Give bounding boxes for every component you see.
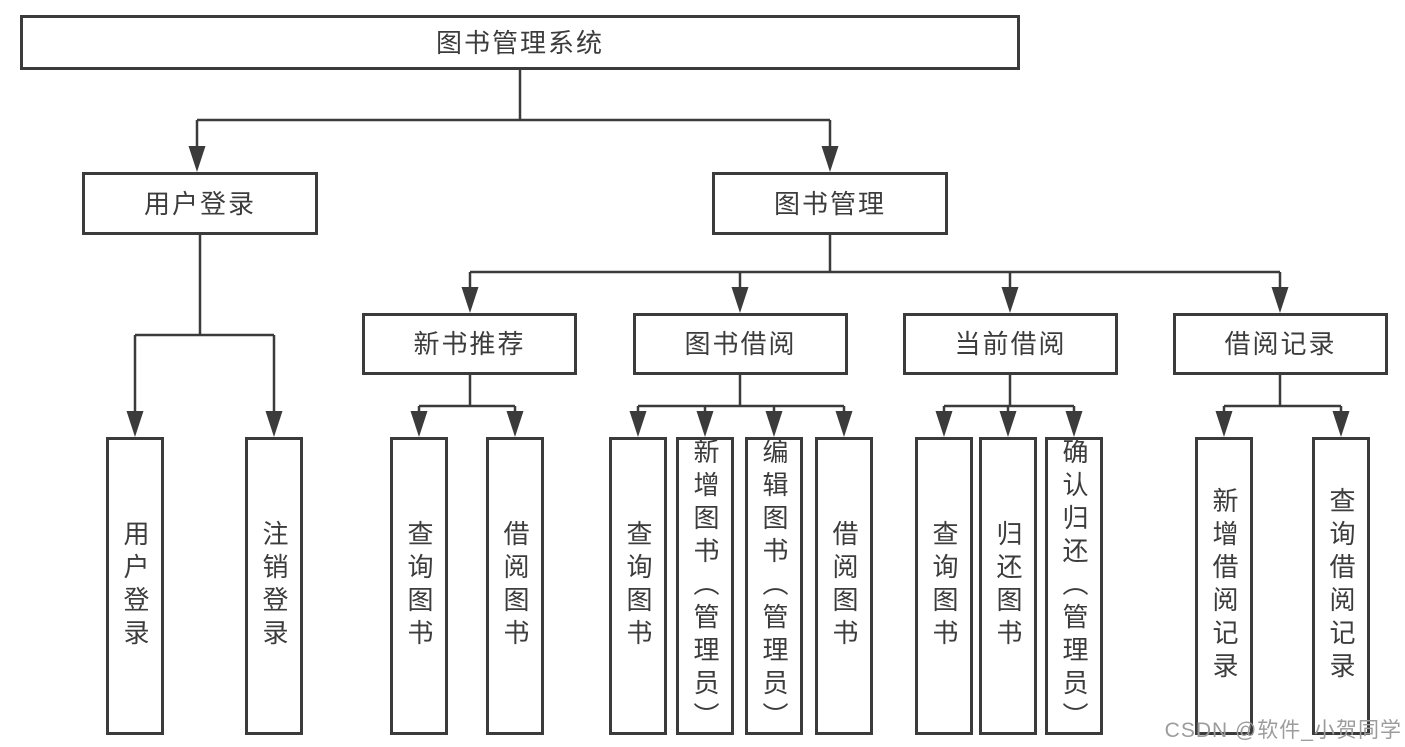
node-label: 新书推荐 bbox=[413, 329, 526, 359]
leaf-query-books-borrow: 查询图书 bbox=[609, 437, 667, 735]
node-borrow-records: 借阅记录 bbox=[1173, 313, 1388, 375]
node-label: 借阅图书 bbox=[500, 520, 530, 652]
node-system-root: 图书管理系统 bbox=[20, 15, 1020, 70]
leaf-borrow-books: 借阅图书 bbox=[815, 437, 873, 735]
node-label: 新增借阅记录 bbox=[1209, 487, 1239, 685]
leaf-add-books-admin: 新增图书（管理员） bbox=[676, 437, 734, 735]
node-label: 查询图书 bbox=[623, 520, 653, 652]
leaf-query-books-current: 查询图书 bbox=[915, 437, 973, 735]
node-label: 查询图书 bbox=[929, 520, 959, 652]
node-label: 确认归还（管理员） bbox=[1059, 437, 1089, 735]
node-label: 用户登录 bbox=[120, 520, 150, 652]
leaf-add-borrow-record: 新增借阅记录 bbox=[1195, 437, 1253, 735]
node-user-login: 用户登录 bbox=[82, 172, 318, 235]
leaf-user-login: 用户登录 bbox=[106, 437, 164, 735]
node-label: 图书借阅 bbox=[684, 329, 797, 359]
leaf-return-books: 归还图书 bbox=[979, 437, 1037, 735]
node-new-book-recommend: 新书推荐 bbox=[362, 313, 577, 375]
node-label: 用户登录 bbox=[143, 188, 256, 219]
node-label: 图书管理 bbox=[773, 188, 886, 219]
node-label: 借阅记录 bbox=[1224, 329, 1337, 359]
leaf-query-books-recommend: 查询图书 bbox=[390, 437, 448, 735]
node-current-borrowing: 当前借阅 bbox=[903, 313, 1118, 375]
node-label: 注销登录 bbox=[259, 520, 289, 652]
node-label: 图书管理系统 bbox=[435, 27, 604, 58]
node-label: 归还图书 bbox=[993, 520, 1023, 652]
node-label: 当前借阅 bbox=[954, 329, 1067, 359]
leaf-confirm-return-admin: 确认归还（管理员） bbox=[1045, 437, 1103, 735]
node-label: 编辑图书（管理员） bbox=[759, 437, 789, 735]
node-book-management: 图书管理 bbox=[712, 172, 948, 235]
leaf-borrow-books-recommend: 借阅图书 bbox=[486, 437, 544, 735]
leaf-logout-login: 注销登录 bbox=[245, 437, 303, 735]
node-book-borrowing: 图书借阅 bbox=[633, 313, 848, 375]
csdn-watermark: CSDN @软件_小贺同学 bbox=[1164, 719, 1402, 742]
leaf-edit-books-admin: 编辑图书（管理员） bbox=[745, 437, 803, 735]
node-label: 新增图书（管理员） bbox=[690, 437, 720, 735]
node-label: 查询借阅记录 bbox=[1326, 487, 1356, 685]
node-label: 查询图书 bbox=[404, 520, 434, 652]
node-label: 借阅图书 bbox=[829, 520, 859, 652]
leaf-query-borrow-record: 查询借阅记录 bbox=[1312, 437, 1370, 735]
